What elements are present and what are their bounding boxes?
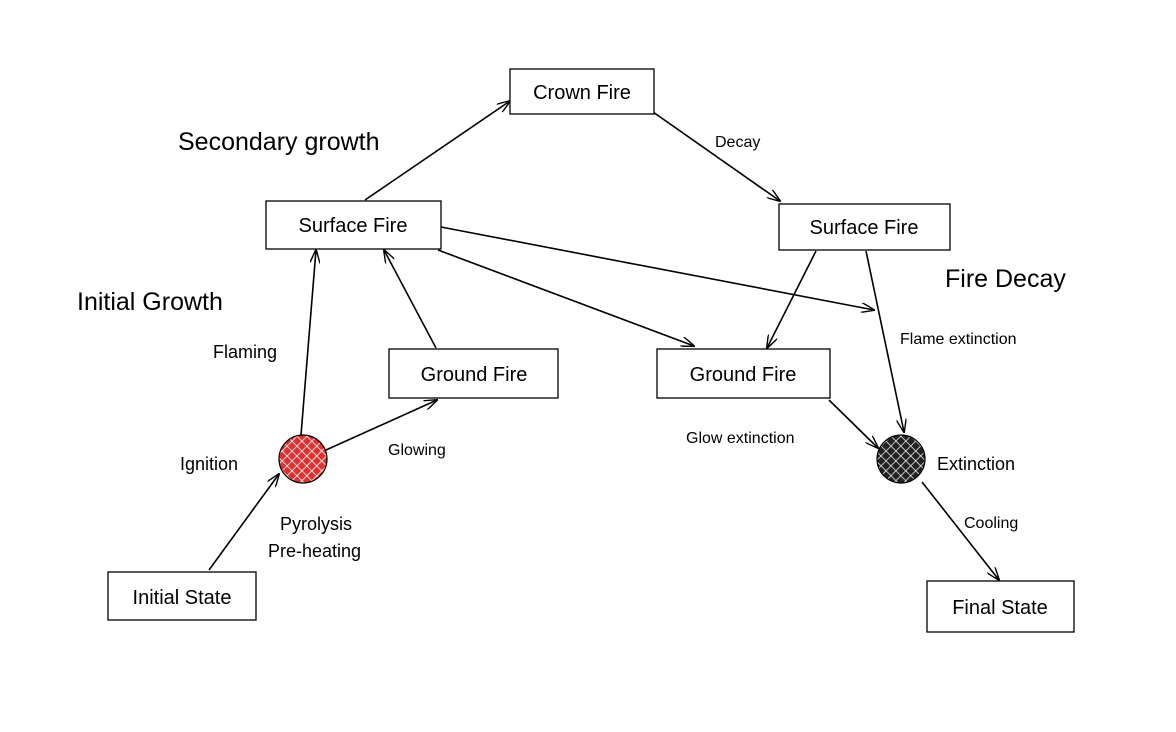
edge-surface-fire-to-crown-fire xyxy=(364,101,510,201)
node-surface-fire-decay: Surface Fire xyxy=(778,203,951,251)
node-final-state: Final State xyxy=(926,580,1075,633)
ignition-node xyxy=(278,434,328,484)
edge-label-pre-heating: Pre-heating xyxy=(268,541,361,561)
edge-ground-fire-decay-to-extinction xyxy=(828,399,878,448)
phase-label-initial-growth: Initial Growth xyxy=(77,288,223,316)
edge-ground-fire-to-surface-fire xyxy=(384,250,437,349)
edge-surface-fire-to-ground-fire-decay xyxy=(437,249,694,346)
node-ground-fire-decay: Ground Fire xyxy=(656,348,831,399)
edge-crown-fire-to-surface-fire-decay xyxy=(652,111,780,201)
node-surface-fire-growth: Surface Fire xyxy=(265,200,442,250)
edge-label-glow-extinction: Glow extinction xyxy=(686,430,795,447)
edge-surface-fire-decay-to-extinction xyxy=(865,250,904,432)
node-ground-fire-growth: Ground Fire xyxy=(388,348,559,399)
node-crown-fire: Crown Fire xyxy=(509,68,655,115)
phase-label-secondary-growth: Secondary growth xyxy=(178,128,380,156)
node-initial-state: Initial State xyxy=(107,571,257,621)
edge-extinction-to-final-state xyxy=(921,481,999,580)
extinction-node xyxy=(876,434,926,484)
node-crown-fire-label: Crown Fire xyxy=(533,82,631,104)
edge-label-decay: Decay xyxy=(715,134,760,151)
node-initial-state-label: Initial State xyxy=(133,587,232,609)
node-ground-fire-decay-label: Ground Fire xyxy=(690,364,797,386)
edge-label-flame-extinction: Flame extinction xyxy=(900,331,1017,348)
edge-surface-fire-decay-to-ground-fire xyxy=(767,250,817,348)
node-final-state-label: Final State xyxy=(952,597,1048,619)
node-surface-fire-decay-label: Surface Fire xyxy=(810,217,919,239)
edge-ignition-to-surface-fire xyxy=(300,250,316,436)
phase-label-fire-decay: Fire Decay xyxy=(945,265,1066,293)
node-ground-fire-growth-label: Ground Fire xyxy=(421,364,528,386)
node-surface-fire-growth-label: Surface Fire xyxy=(299,215,408,237)
edge-surface-fire-to-flame-extinction xyxy=(440,226,874,310)
edge-label-extinction: Extinction xyxy=(937,454,1015,474)
edge-label-glowing: Glowing xyxy=(388,442,446,459)
edge-label-flaming: Flaming xyxy=(213,342,277,362)
edge-label-ignition: Ignition xyxy=(180,454,238,474)
edge-label-cooling: Cooling xyxy=(964,515,1018,532)
edge-label-pyrolysis: Pyrolysis xyxy=(280,514,352,534)
edges xyxy=(208,101,999,580)
edge-initial-to-ignition xyxy=(208,474,279,571)
edge-ignition-to-ground-fire xyxy=(325,400,437,451)
